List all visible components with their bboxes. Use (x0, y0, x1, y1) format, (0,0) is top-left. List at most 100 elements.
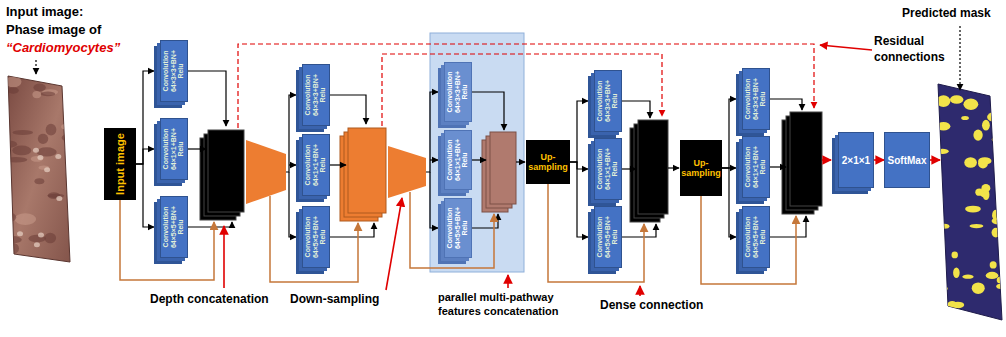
cell (32, 91, 41, 98)
mask-blob (951, 251, 957, 258)
node-text: Convolution 64×1×1+BN+ Relu (744, 139, 767, 195)
leader-arrow (507, 275, 509, 288)
connector (722, 168, 736, 237)
multi-pathway-region (430, 33, 524, 272)
node-text: Convolution 64×5×5+BN+ Relu (304, 209, 327, 265)
cell-nucleus (37, 155, 43, 160)
cell (12, 145, 31, 155)
predicted-mask-image (938, 84, 1002, 320)
conv-block: Convolution 64×5×5+BN+ Relu (742, 206, 770, 268)
down-sampling-shape (388, 146, 426, 198)
flow-arrow (770, 166, 786, 167)
upsampling-box: Up-sampling (526, 140, 570, 184)
upsampling-box: Up-sampling (680, 140, 722, 196)
mask-blob (939, 224, 949, 229)
dense-connection (410, 192, 494, 268)
node-text: 2×1×1 (842, 155, 870, 166)
cell (34, 178, 44, 184)
mask-blob (986, 272, 999, 279)
node-text: Convolution 64×3×3+BN+ Relu (596, 73, 619, 129)
leader-arrow (386, 198, 402, 290)
node-text: Convolution 64×5×5+BN+ Relu (446, 201, 469, 255)
mask-blob (972, 282, 985, 293)
mask-blob (992, 228, 1001, 238)
node-text: Convolution 64×3×3+BN+ Relu (162, 43, 185, 99)
connector (570, 162, 588, 169)
mask-blobs (936, 95, 1005, 308)
mask-blob (978, 159, 988, 169)
cell-nucleus (33, 148, 39, 153)
cell-nucleus (38, 232, 44, 237)
conv-block: Convolution 64×5×5+BN+ Relu (160, 196, 188, 258)
cell-nucleus (55, 154, 61, 159)
mask-blob (992, 137, 999, 141)
mask-blob (937, 122, 951, 131)
connector (136, 149, 154, 164)
mask-blob (937, 95, 951, 107)
dense-connection (270, 196, 358, 282)
dense-connection (120, 200, 214, 280)
conv-output-box: 2×1×1 (838, 132, 874, 188)
flow-arrow (188, 222, 232, 227)
mask-blob (963, 98, 978, 110)
conv-block: Convolution 64×1×1+BN+ Relu (594, 138, 622, 200)
mask-blob (936, 149, 948, 154)
annotation-label: Phase image of (6, 22, 101, 39)
mask-blob (992, 218, 1006, 225)
feature-map (638, 120, 668, 214)
node-text: Convolution 64×5×5+BN+ Relu (162, 199, 185, 255)
depth-concat-stack (200, 130, 244, 220)
connector (136, 164, 154, 227)
mask-blob (981, 191, 989, 197)
flow-arrow (770, 99, 802, 110)
cell (8, 87, 19, 93)
flow-arrow (516, 161, 525, 162)
cell (46, 124, 57, 136)
mask-blob (952, 302, 965, 309)
mask-blob (990, 261, 997, 268)
annotation-label: Residual connections (874, 34, 974, 65)
cell-nucleus (56, 196, 62, 201)
mask-blob (965, 206, 981, 213)
cell (1, 212, 16, 222)
node-text: Convolution 64×3×3+BN+ Relu (446, 65, 469, 119)
connectors (136, 71, 884, 237)
cell (31, 156, 43, 162)
conv-block: Convolution 64×1×1+BN+ Relu (444, 130, 472, 190)
cell (12, 130, 33, 135)
cell (44, 233, 56, 244)
conv-block: Convolution 64×5×5+BN+ Relu (444, 198, 472, 258)
flow-arrow (472, 159, 486, 160)
cell-nucleus (17, 231, 23, 236)
flow-arrow (289, 164, 296, 165)
cell (33, 84, 45, 92)
cell-nucleus (34, 242, 40, 247)
node-text: Convolution 64×3×3+BN+ Relu (304, 67, 327, 123)
flow-arrow (289, 172, 296, 237)
cell (61, 124, 69, 129)
connector (722, 99, 736, 168)
connector (570, 101, 588, 162)
cell (41, 91, 55, 96)
mask-blob (950, 95, 963, 104)
flow-arrow (668, 167, 679, 168)
layout-lines (36, 26, 960, 296)
conv-block: Convolution 64×3×3+BN+ Relu (444, 62, 472, 122)
cell (4, 157, 27, 163)
mask-blob (997, 276, 1005, 283)
leader-arrow (223, 226, 225, 288)
flow-arrow (472, 92, 504, 130)
feature-map (348, 128, 386, 213)
annotation-label: Depth concatenation (150, 292, 269, 308)
conv-block: Convolution 64×3×3+BN+ Relu (594, 70, 622, 132)
conv-block: Convolution 64×5×5+BN+ Relu (594, 206, 622, 268)
node-text: Convolution 64×1×1+BN+ Relu (596, 141, 619, 197)
flow-arrow (330, 95, 366, 124)
conv-block: Convolution 64×1×1+BN+ Relu (742, 136, 770, 198)
cell (38, 134, 48, 144)
leader-arrow (35, 60, 36, 74)
cell (62, 134, 77, 142)
cell-nucleus (44, 167, 50, 172)
mask-blob (982, 120, 990, 131)
